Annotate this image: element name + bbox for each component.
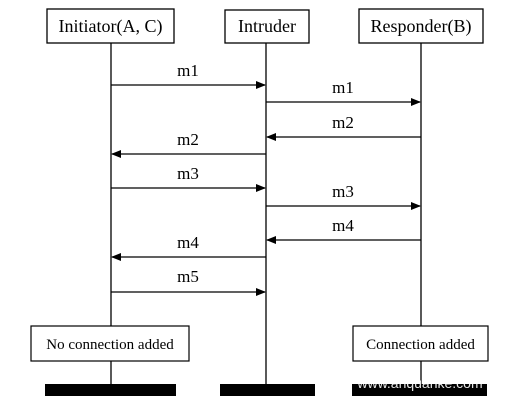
message-label: m3 bbox=[332, 182, 354, 201]
message-label: m2 bbox=[332, 113, 354, 132]
bottom-bar-middle bbox=[220, 384, 315, 396]
message-arrow-1: m1 bbox=[111, 61, 266, 89]
message-label: m2 bbox=[177, 130, 199, 149]
message-arrow-2: m1 bbox=[266, 78, 421, 106]
participant-label: Responder(B) bbox=[371, 16, 472, 37]
participant-initiator: Initiator(A, C) bbox=[46, 8, 175, 44]
message-label: m5 bbox=[177, 267, 199, 286]
message-label: m1 bbox=[177, 61, 199, 80]
participant-responder: Responder(B) bbox=[358, 8, 484, 44]
participant-label: Initiator(A, C) bbox=[59, 16, 163, 37]
note-label: Connection added bbox=[366, 337, 475, 353]
message-label: m3 bbox=[177, 164, 199, 183]
message-arrow-8: m4 bbox=[111, 233, 266, 261]
message-arrow-9: m5 bbox=[111, 267, 266, 296]
watermark-text: www.anquanke.com bbox=[356, 375, 482, 391]
message-arrow-4: m2 bbox=[111, 130, 266, 158]
participant-label: Intruder bbox=[238, 16, 296, 36]
bottom-bar-left bbox=[45, 384, 176, 396]
message-arrow-3: m2 bbox=[266, 113, 421, 141]
note-no-connection-added: No connection added bbox=[30, 325, 190, 362]
message-label: m4 bbox=[332, 216, 354, 235]
message-label: m4 bbox=[177, 233, 199, 252]
message-arrow-5: m3 bbox=[111, 164, 266, 192]
message-label: m1 bbox=[332, 78, 354, 97]
bottom-bar-right bbox=[352, 384, 487, 396]
message-arrow-7: m4 bbox=[266, 216, 421, 244]
note-label: No connection added bbox=[46, 337, 174, 353]
participant-intruder: Intruder bbox=[224, 9, 310, 44]
note-connection-added: Connection added bbox=[352, 325, 489, 362]
message-arrow-6: m3 bbox=[266, 182, 421, 210]
